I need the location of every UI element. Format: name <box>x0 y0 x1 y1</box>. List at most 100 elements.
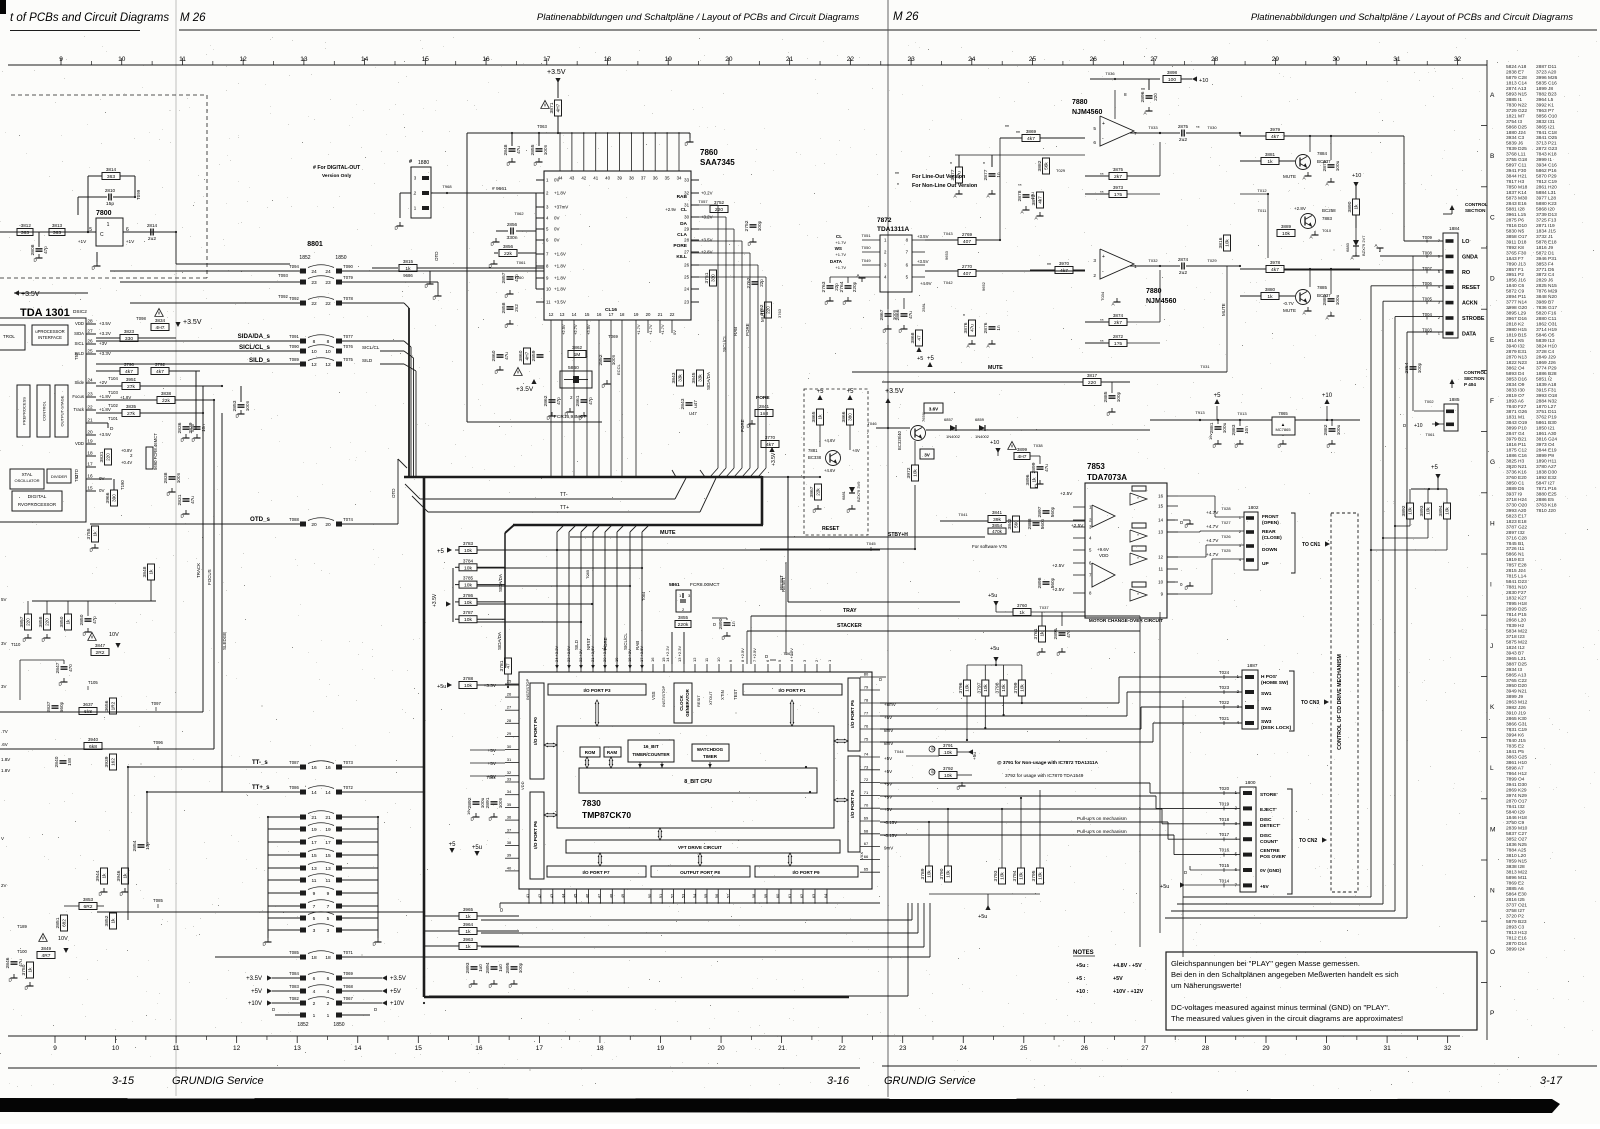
svg-text:@ 3791 for Non-usage with IC78: @ 3791 for Non-usage with IC7872 TDA1311… <box>997 760 1099 765</box>
svg-text:T016: T016 <box>1219 848 1230 853</box>
svg-text:1890 H11: 1890 H11 <box>1536 459 1557 465</box>
svg-text:*: * <box>963 314 965 320</box>
svg-text:3784: 3784 <box>463 558 474 563</box>
svg-text:BC337: BC337 <box>1317 159 1331 164</box>
svg-text:1819 B15: 1819 B15 <box>1506 333 1527 339</box>
svg-text:GRUNDIG Service: GRUNDIG Service <box>172 1075 264 1087</box>
svg-text:For Non-Line Out Version: For Non-Line Out Version <box>912 183 977 189</box>
svg-text:5834 M22: 5834 M22 <box>1506 628 1528 634</box>
svg-text:-: - <box>1102 269 1104 275</box>
svg-text:22k: 22k <box>162 398 170 404</box>
svg-text:2859: 2859 <box>531 350 537 361</box>
svg-text:UP: UP <box>1262 561 1269 567</box>
svg-text:RESIT: RESIT <box>696 695 701 707</box>
svg-text:1: 1 <box>1237 674 1240 679</box>
svg-text:3875: 3875 <box>1113 167 1124 172</box>
svg-text:10k: 10k <box>1426 507 1431 515</box>
svg-text:1843 F7: 1843 F7 <box>1506 256 1524 262</box>
svg-text:+1.7V: +1.7V <box>660 324 665 335</box>
svg-text:1: 1 <box>327 1013 330 1019</box>
svg-text:1k: 1k <box>465 929 471 935</box>
svg-text:BC337: BC337 <box>1317 293 1331 298</box>
svg-text:1875 C12: 1875 C12 <box>1506 448 1527 454</box>
svg-text:3: 3 <box>1093 258 1096 263</box>
svg-text:3: 3 <box>1237 704 1240 709</box>
svg-text:220: 220 <box>1153 93 1158 101</box>
svg-text:43: 43 <box>569 176 574 181</box>
svg-text:100p: 100p <box>518 962 523 973</box>
svg-text:D: D <box>99 892 103 897</box>
svg-text:2872 G23: 2872 G23 <box>1536 146 1557 152</box>
svg-text:22 +3V: 22 +3V <box>578 649 583 662</box>
svg-text:2890: 2890 <box>718 618 724 629</box>
svg-text:59: 59 <box>763 893 768 898</box>
svg-text:22: 22 <box>670 312 675 317</box>
svg-text:RESET: RESET <box>1462 285 1481 291</box>
svg-text:45: 45 <box>573 893 578 898</box>
svg-text:I/O PORT P1: I/O PORT P1 <box>778 688 806 693</box>
svg-text:7813 H13: 7813 H13 <box>1506 930 1527 936</box>
svg-text:T082: T082 <box>289 996 299 1001</box>
svg-text:220: 220 <box>26 618 31 626</box>
svg-text:3857: 3857 <box>19 616 25 627</box>
svg-text:363: 363 <box>21 230 29 236</box>
svg-text:10V: 10V <box>109 632 119 638</box>
svg-text:T076: T076 <box>343 344 353 349</box>
svg-text:TO CN3: TO CN3 <box>1301 700 1319 706</box>
svg-text:XTAL: XTAL <box>22 472 33 477</box>
svg-text:REAR: REAR <box>1262 529 1276 535</box>
svg-text:A: A <box>1303 311 1307 316</box>
svg-text:L: L <box>1490 765 1494 772</box>
svg-text:D: D <box>899 329 903 334</box>
svg-text:OUTPUT-STAGE: OUTPUT-STAGE <box>60 395 65 426</box>
svg-text:10n: 10n <box>1244 426 1249 434</box>
svg-text:61: 61 <box>787 893 792 898</box>
svg-text:44: 44 <box>558 176 563 181</box>
svg-text:33: 33 <box>507 777 512 782</box>
svg-text:7871 P16: 7871 P16 <box>1536 486 1557 492</box>
svg-text:SILD: SILD <box>362 358 373 363</box>
svg-text:7850 M18: 7850 M18 <box>1506 185 1528 191</box>
svg-text:34: 34 <box>677 176 682 181</box>
svg-text:T075: T075 <box>343 357 353 362</box>
svg-text:9mV: 9mV <box>884 846 893 851</box>
svg-text:**: ** <box>1100 318 1104 323</box>
svg-text:3848: 3848 <box>142 566 148 577</box>
svg-text:13: 13 <box>311 866 317 872</box>
svg-text:3951 P2: 3951 P2 <box>1506 272 1524 278</box>
svg-text:+3V: +3V <box>99 341 107 346</box>
svg-text:PORE: PORE <box>673 243 687 249</box>
svg-text:8: 8 <box>327 339 330 345</box>
svg-text:3792: 3792 <box>155 362 166 367</box>
svg-text:9: 9 <box>1161 592 1164 597</box>
svg-text:380: 380 <box>848 413 853 421</box>
svg-text:3871 G26: 3871 G26 <box>1506 409 1527 415</box>
svg-text:.7V: .7V <box>1 729 8 734</box>
svg-text:SIDA/DA_s: SIDA/DA_s <box>238 333 271 340</box>
svg-text:7812 E16: 7812 E16 <box>1506 935 1527 941</box>
svg-text:12: 12 <box>311 362 317 368</box>
svg-text:D: D <box>957 786 961 791</box>
svg-text:3972: 3972 <box>906 467 912 478</box>
svg-text:0V (GND): 0V (GND) <box>1260 868 1281 874</box>
svg-text:3865 I21: 3865 I21 <box>1536 124 1555 130</box>
svg-text:7881: 7881 <box>808 448 818 453</box>
svg-text:2u2: 2u2 <box>1179 270 1187 276</box>
svg-text:2884 N32: 2884 N32 <box>1536 398 1557 404</box>
svg-text:VDD: VDD <box>1099 553 1109 558</box>
svg-text:2871 I19: 2871 I19 <box>1536 223 1555 229</box>
svg-text:8mV: 8mV <box>884 741 893 746</box>
svg-text:3963: 3963 <box>463 937 474 942</box>
svg-text:3853 F4: 3853 F4 <box>1536 261 1554 267</box>
svg-text:For software V76: For software V76 <box>972 544 1007 549</box>
svg-text:D: D <box>433 296 437 301</box>
svg-text:21: 21 <box>778 1045 786 1052</box>
svg-text:DETECT': DETECT' <box>1260 823 1280 829</box>
svg-text:32: 32 <box>1444 1045 1452 1052</box>
svg-text:POS OVER': POS OVER' <box>1260 854 1286 860</box>
svg-text:D: D <box>92 266 96 271</box>
svg-text:6: 6 <box>1093 140 1096 145</box>
svg-text:D: D <box>192 438 196 443</box>
svg-text:A: A <box>1310 235 1314 240</box>
svg-text:MOTOR CHANGE-OVER CIRCUIT: MOTOR CHANGE-OVER CIRCUIT <box>1089 618 1163 623</box>
